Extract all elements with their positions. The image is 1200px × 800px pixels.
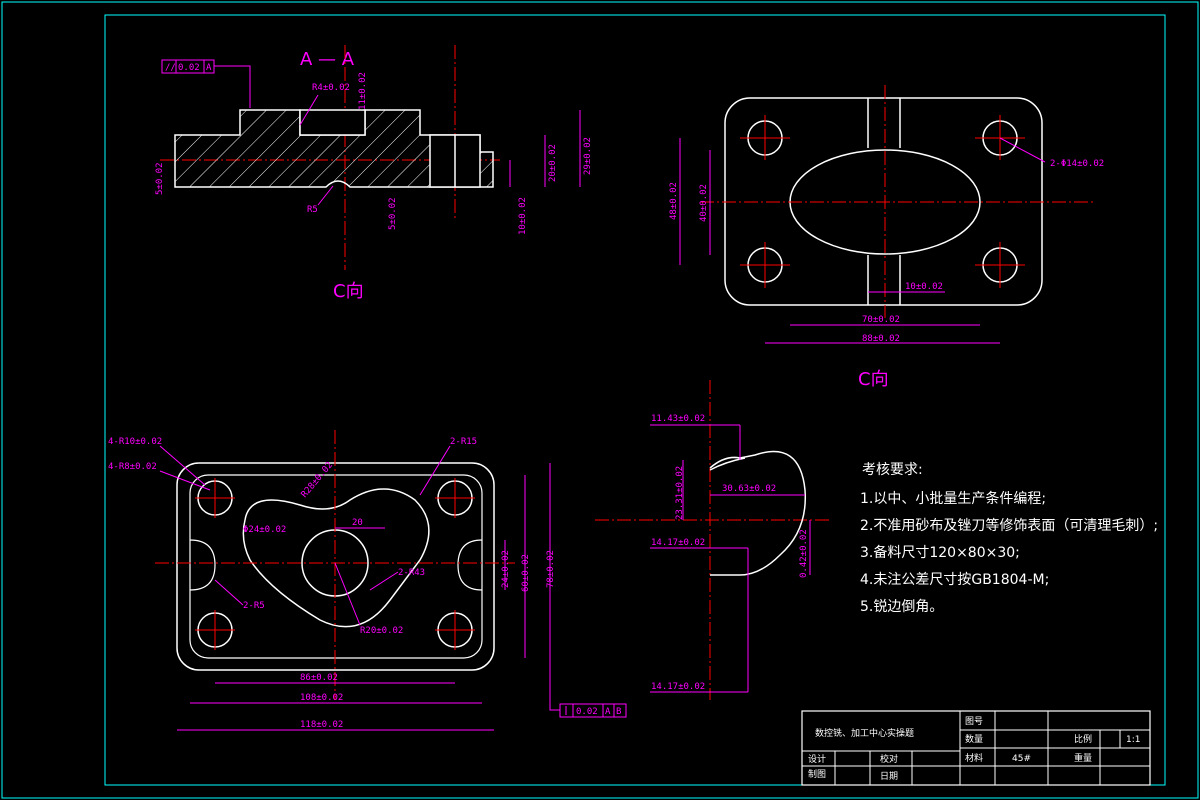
drawing-no-label: 图号	[965, 716, 983, 727]
dim-r20: R20±0.02	[360, 626, 403, 636]
dim-r10: 4-R10±0.02	[108, 437, 162, 447]
dim-108: 108±0.02	[300, 693, 343, 703]
flatness-datum-b: B	[616, 707, 621, 717]
dim-r43: 2-R43	[398, 568, 425, 578]
dim-24: 24±0.02	[501, 550, 511, 588]
drafter-label: 制图	[808, 768, 826, 780]
parallel-value: 0.02	[178, 63, 200, 73]
requirement-5: 5.锐边倒角。	[860, 599, 943, 615]
dim-0-42: 0.42±0.02	[799, 529, 809, 578]
scale-label: 比例	[1074, 733, 1092, 745]
dim-11: 11±0.02	[358, 72, 368, 110]
requirements-title: 考核要求:	[862, 462, 923, 478]
requirement-1: 1.以中、小批量生产条件编程;	[860, 490, 1046, 507]
dim-88: 88±0.02	[862, 334, 900, 344]
requirement-2: 2.不准用砂布及锉刀等修饰表面（可清理毛刺）;	[860, 517, 1158, 534]
view-c-label: C向	[333, 281, 364, 302]
top-view: 2-Φ14±0.02 48±0.02 40±0.02 10±0.02 70±0.…	[669, 85, 1104, 390]
dim-r5: R5	[307, 205, 318, 215]
dim-10: 10±0.02	[518, 197, 528, 235]
dim-5-left: 5±0.02	[155, 162, 165, 195]
section-view-a-a: A — A // 0.02 A R4±0.02 11±0.02 29±0.02 …	[155, 45, 593, 302]
requirement-4: 4.未注公差尺寸按GB1804-M;	[860, 572, 1049, 588]
parallel-symbol: //	[165, 63, 176, 73]
dim-60: 60±0.02	[521, 554, 531, 592]
dim-r8: 4-R8±0.02	[108, 462, 157, 472]
dim-10-top: 10±0.02	[905, 282, 943, 292]
requirements-block: 考核要求: 1.以中、小批量生产条件编程; 2.不准用砂布及锉刀等修饰表面（可清…	[860, 462, 1158, 615]
project-title: 数控铣、加工中心实操题	[815, 727, 914, 739]
dim-70: 70±0.02	[862, 315, 900, 325]
material-value: 45#	[1012, 754, 1031, 764]
dim-118: 118±0.02	[300, 720, 343, 730]
boss-outline	[242, 488, 430, 628]
material-label: 材料	[965, 752, 983, 764]
view-c-label-top: C向	[858, 369, 889, 390]
dim-23-31: 23.31±0.02	[675, 466, 685, 520]
profile-detail: 11.43±0.02 23.31±0.02 30.63±0.02 14.17±0…	[595, 380, 830, 700]
dim-14-17-b: 14.17±0.02	[651, 682, 705, 692]
dim-r4: R4±0.02	[312, 83, 350, 93]
flatness-datum-a: A	[605, 707, 611, 717]
dim-5-bottom: 5±0.02	[388, 197, 398, 230]
title-block: 数控铣、加工中心实操题 图号 数量 材料 45# 比例 1:1 重量 设计 制图…	[801, 710, 1151, 786]
checker-label: 校对	[880, 753, 898, 765]
dim-29: 29±0.02	[583, 137, 593, 175]
date-label: 日期	[880, 771, 898, 782]
dim-40: 40±0.02	[699, 184, 709, 222]
quantity-label: 数量	[965, 733, 983, 745]
weight-label: 重量	[1074, 752, 1092, 764]
dim-20-plan: 20	[352, 518, 363, 528]
inner-frame	[104, 14, 1166, 786]
dim-r5-plan: 2-R5	[243, 601, 265, 611]
dim-r28: R28±0.02	[300, 460, 336, 500]
dim-phi24: Φ24±0.02	[243, 525, 286, 535]
dim-20: 20±0.02	[548, 144, 558, 182]
dim-14-17-a: 14.17±0.02	[651, 538, 705, 548]
dim-r15: 2-R15	[450, 437, 477, 447]
scale-value: 1:1	[1126, 735, 1140, 745]
dim-78: 78±0.02	[546, 550, 556, 588]
section-label: A — A	[300, 49, 355, 70]
dim-48: 48±0.02	[669, 182, 679, 220]
designer-label: 设计	[808, 753, 826, 765]
dim-30-63: 30.63±0.02	[722, 484, 776, 494]
flatness-value: 0.02	[576, 707, 598, 717]
dim-11-43: 11.43±0.02	[651, 414, 705, 424]
plan-view: 4-R10±0.02 4-R8±0.02 R28±0.02 2-R15 Φ24±…	[108, 430, 627, 731]
profile-outline	[709, 450, 807, 576]
requirement-3: 3.备料尺寸120×80×30;	[860, 544, 1020, 561]
dim-86: 86±0.02	[300, 673, 338, 683]
parallel-datum: A	[206, 63, 212, 73]
dim-holes: 2-Φ14±0.02	[1050, 159, 1104, 169]
